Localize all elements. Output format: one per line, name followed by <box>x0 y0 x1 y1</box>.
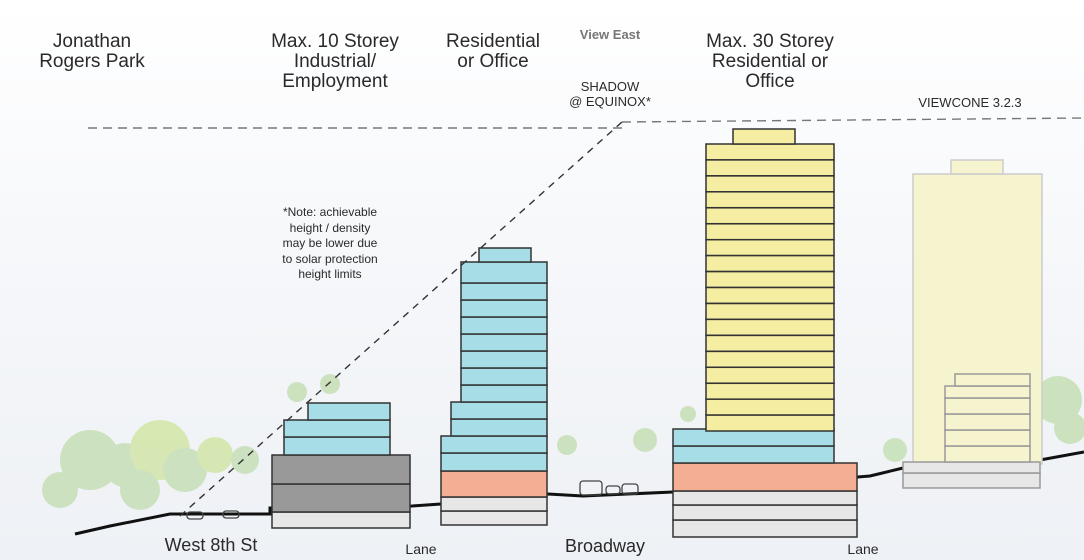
tower-floor <box>705 382 835 400</box>
view-label: View East <box>579 27 641 42</box>
tower-floor <box>705 286 835 305</box>
tower-floor <box>705 334 835 353</box>
tower-floor <box>705 143 835 161</box>
street-west8th: West 8th St <box>164 535 258 555</box>
viewcone-line <box>88 117 1084 129</box>
vehicles <box>186 480 639 520</box>
tower-floor <box>705 414 835 432</box>
tower-floor <box>705 238 835 257</box>
tower-floor <box>705 207 835 225</box>
tower-floor <box>705 302 835 321</box>
tower-floor <box>705 175 835 193</box>
tower-floor <box>705 191 835 209</box>
tower-floor <box>705 350 835 369</box>
shadow-label: SHADOW @ EQUINOX* <box>569 79 651 109</box>
street-lane-1: Lane <box>405 541 437 557</box>
tower-floor <box>705 254 835 273</box>
tower-floor <box>705 159 835 177</box>
street-lane-2: Lane <box>847 541 879 557</box>
industrial-label: Max. 10 Storey Industrial/ Employment <box>271 31 399 92</box>
midrise-building <box>440 247 548 526</box>
tower-floor <box>705 318 835 337</box>
viewcone-label: VIEWCONE 3.2.3 <box>918 95 1022 110</box>
tower-floor <box>705 366 835 384</box>
tower-building <box>672 128 858 538</box>
industrial-building <box>271 402 411 529</box>
tower-label: Max. 30 Storey Residential or Office <box>706 31 834 92</box>
distant-building <box>902 159 1043 489</box>
tower-floor <box>705 398 835 416</box>
note-label: *Note: achievable height / density may b… <box>282 205 378 282</box>
street-broadway: Broadway <box>564 536 646 556</box>
street-trees <box>287 374 1084 462</box>
residential-office-label: Residential or Office <box>446 31 540 72</box>
park-trees <box>42 420 259 510</box>
tower-floor <box>705 270 835 289</box>
tower-floor <box>705 223 835 241</box>
park-label: Jonathan Rogers Park <box>39 31 145 72</box>
